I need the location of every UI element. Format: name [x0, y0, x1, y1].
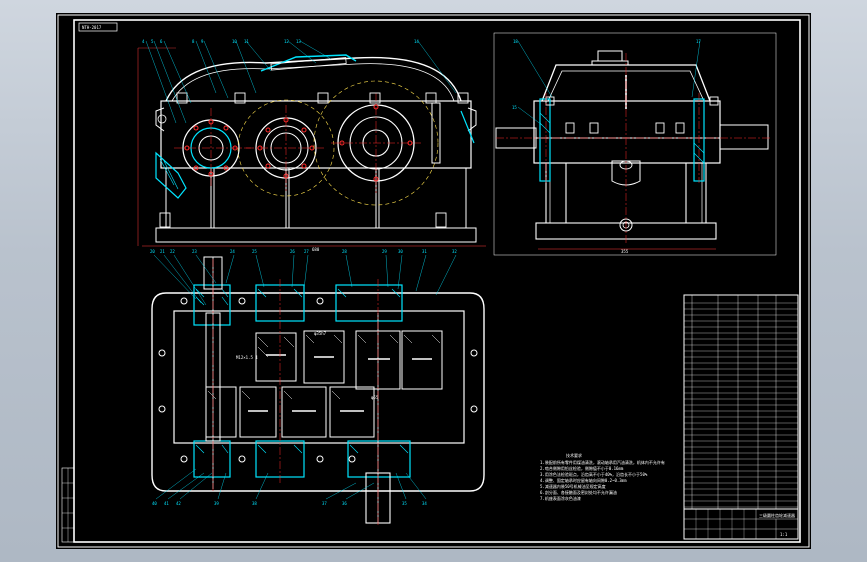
svg-text:5: 5	[151, 39, 154, 44]
note-line-7: 7.机座表面涂灰色油漆	[540, 495, 581, 501]
svg-text:21: 21	[160, 249, 165, 254]
svg-text:680: 680	[312, 247, 320, 252]
svg-text:37: 37	[322, 501, 327, 506]
note-line-5: 5.减速器内装50号机械油至规定高度	[540, 483, 606, 489]
note-line-2: 2.啮合侧隙用铅丝检验，侧隙值不小于0.16mm	[540, 465, 624, 471]
note-line-4: 4.调整、固定轴承时应留有轴向间隙0.2~0.3mm	[540, 477, 627, 483]
svg-text:355: 355	[621, 249, 629, 254]
svg-text:34: 34	[422, 501, 427, 506]
svg-text:12: 12	[284, 39, 289, 44]
note-line-1: 1.装配前所有零件用煤油清洗，滚动轴承用汽油清洗，机体内不允许有	[540, 459, 665, 465]
binding-strip	[61, 467, 75, 543]
svg-text:28: 28	[342, 249, 347, 254]
svg-text:31: 31	[422, 249, 427, 254]
sheet-inner-border	[73, 19, 801, 543]
cad-viewport[interactable]: NTH-2017 680	[56, 13, 811, 549]
svg-text:22: 22	[170, 249, 175, 254]
svg-text:40: 40	[152, 501, 157, 506]
svg-text:10: 10	[232, 39, 237, 44]
top-section-view: M12×1.5 4 φ35h7 φ55 20 21 22 23 24 25 26 27 2…	[150, 249, 485, 525]
svg-text:36: 36	[342, 501, 347, 506]
svg-text:27: 27	[304, 249, 309, 254]
svg-text:9: 9	[201, 39, 204, 44]
sheet-outer-border	[57, 14, 810, 548]
drawing-number: NTH-2017	[82, 25, 102, 30]
svg-text:38: 38	[252, 501, 257, 506]
svg-text:41: 41	[164, 501, 169, 506]
svg-text:4: 4	[142, 39, 145, 44]
drawing-canvas: NTH-2017 680	[57, 14, 810, 548]
svg-text:23: 23	[192, 249, 197, 254]
svg-text:φ55: φ55	[371, 395, 379, 400]
svg-text:18: 18	[513, 39, 518, 44]
svg-text:13: 13	[296, 39, 301, 44]
notes-heading: 技术要求	[566, 452, 582, 458]
svg-text:32: 32	[452, 249, 457, 254]
svg-text:17: 17	[696, 39, 701, 44]
svg-text:20: 20	[150, 249, 155, 254]
svg-text:15: 15	[512, 105, 517, 110]
svg-text:29: 29	[382, 249, 387, 254]
svg-text:26: 26	[290, 249, 295, 254]
svg-text:6: 6	[160, 39, 163, 44]
svg-text:42: 42	[176, 501, 181, 506]
drawing-scale: 1:1	[780, 532, 788, 537]
note-line-6: 6.剖分面、各接触面及密封处均不允许漏油	[540, 489, 617, 495]
svg-text:39: 39	[214, 501, 219, 506]
parts-list-table	[683, 294, 799, 540]
svg-text:30: 30	[398, 249, 403, 254]
svg-text:35: 35	[402, 501, 407, 506]
drawing-title: 三级圆柱齿轮减速器	[759, 512, 795, 518]
note-line-3: 3.用涂色法检验斑点，沿齿高不小于40%，沿齿长不小于50%	[540, 471, 648, 477]
svg-text:24: 24	[230, 249, 235, 254]
side-view: 355 18 17 15	[493, 32, 777, 256]
svg-text:φ35h7: φ35h7	[314, 331, 327, 336]
drawing-number-box	[78, 22, 118, 32]
svg-text:11: 11	[244, 39, 249, 44]
title-block: 三级圆柱齿轮减速器 1:1	[683, 508, 799, 540]
svg-text:25: 25	[252, 249, 257, 254]
technical-notes: 技术要求 1.装配前所有零件用煤油清洗，滚动轴承用汽油清洗，机体内不允许有 2.…	[540, 452, 665, 501]
svg-text:8: 8	[192, 39, 195, 44]
svg-text:14: 14	[414, 39, 419, 44]
svg-text:M12×1.5 4: M12×1.5 4	[236, 355, 258, 360]
front-view: 680	[137, 39, 486, 252]
